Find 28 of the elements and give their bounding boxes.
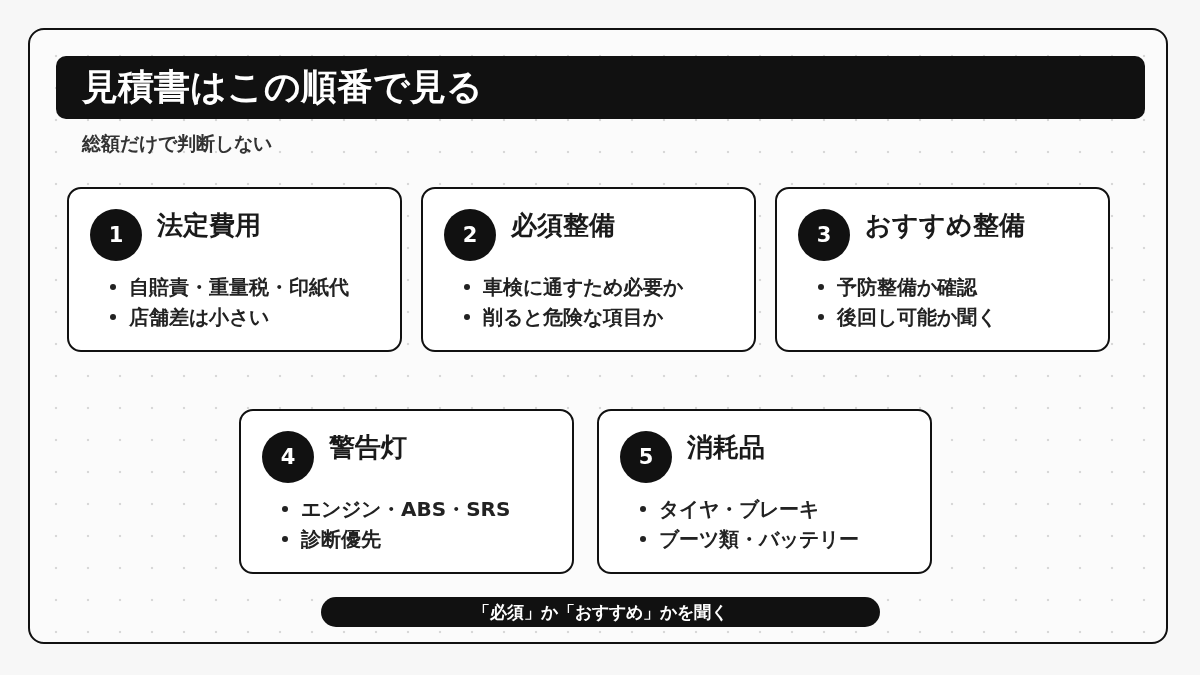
bullet-text: 自賠責・重量税・印紙代 bbox=[129, 274, 349, 300]
step-number: 1 bbox=[90, 209, 142, 261]
card-heading: おすすめ整備 bbox=[865, 209, 1025, 241]
step-number: 3 bbox=[798, 209, 850, 261]
card-heading: 消耗品 bbox=[687, 431, 765, 463]
title: 見積書はこの順番で見る bbox=[82, 66, 483, 108]
step-card bbox=[239, 409, 574, 574]
step-number: 4 bbox=[262, 431, 314, 483]
bullet-text: タイヤ・ブレーキ bbox=[659, 496, 819, 522]
step-card bbox=[67, 187, 402, 352]
bullet-text: 削ると危険な項目か bbox=[483, 304, 663, 330]
note-banner: 「必須」か「おすすめ」かを聞く bbox=[321, 597, 880, 627]
bullet-text: 店舗差は小さい bbox=[129, 304, 269, 330]
step-card bbox=[775, 187, 1110, 352]
step-card bbox=[597, 409, 932, 574]
card-heading: 必須整備 bbox=[511, 209, 615, 241]
bullet-text: 後回し可能か聞く bbox=[837, 304, 997, 330]
bullet-text: ブーツ類・バッテリー bbox=[659, 526, 859, 552]
card-heading: 警告灯 bbox=[329, 431, 407, 463]
step-number: 5 bbox=[620, 431, 672, 483]
bullet-text: 予防整備か確認 bbox=[837, 274, 977, 300]
card-heading: 法定費用 bbox=[157, 209, 261, 241]
subtitle: 総額だけで判断しない bbox=[82, 131, 272, 155]
step-number: 2 bbox=[444, 209, 496, 261]
bullet-text: 車検に通すため必要か bbox=[483, 274, 683, 300]
bullet-text: エンジン・ABS・SRS bbox=[301, 496, 511, 522]
step-card bbox=[421, 187, 756, 352]
bullet-text: 診断優先 bbox=[301, 526, 381, 552]
